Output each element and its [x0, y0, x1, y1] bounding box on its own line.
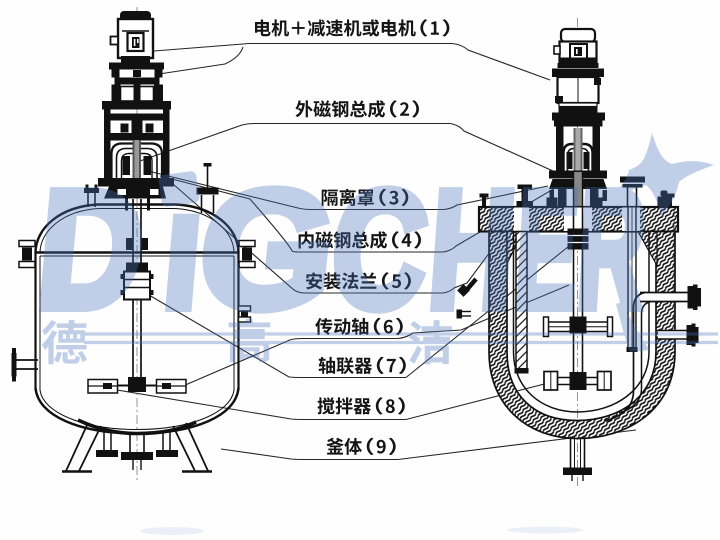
svg-text:R: R	[573, 156, 650, 343]
svg-text:E: E	[511, 156, 583, 343]
svg-text:C: C	[325, 156, 434, 343]
svg-text:D: D	[31, 157, 152, 343]
svg-text:G: G	[191, 156, 344, 343]
svg-text:H: H	[423, 156, 521, 343]
